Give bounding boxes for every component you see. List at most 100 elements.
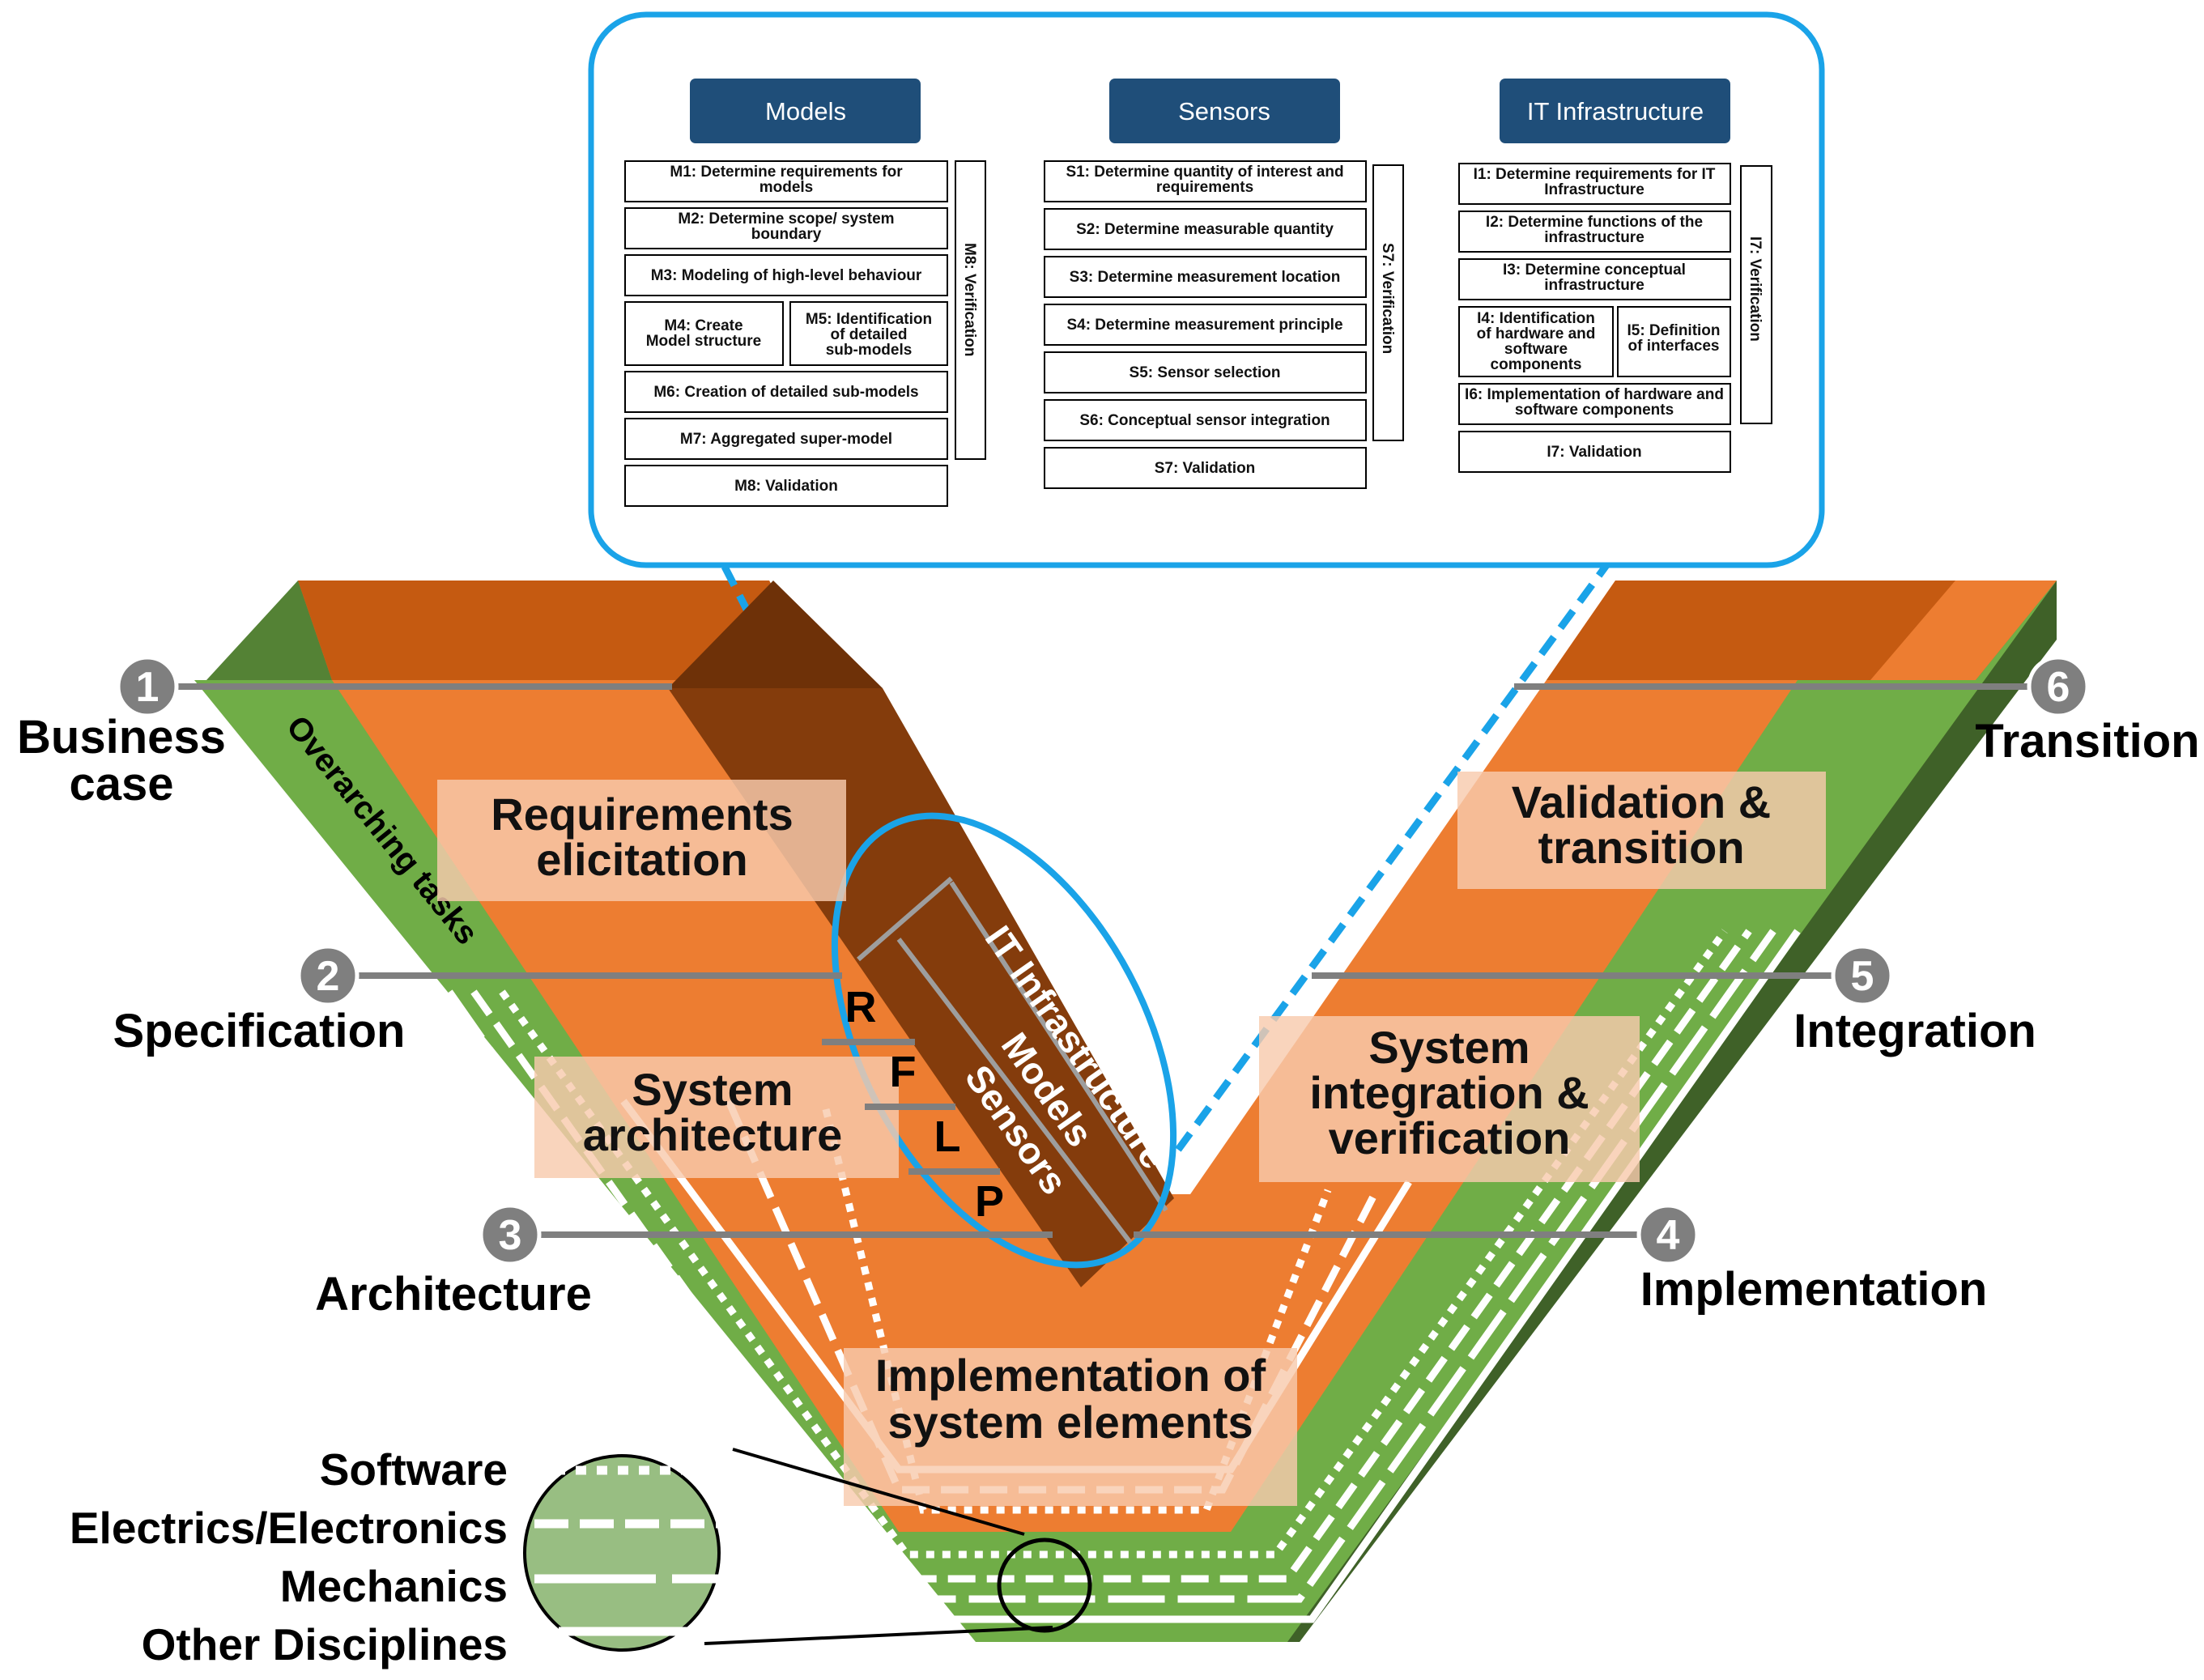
discipline-mechanics: Mechanics xyxy=(280,1561,508,1611)
step-s6-label: S6: Conceptual sensor integration xyxy=(1079,412,1330,429)
discipline-labels: Software Electrics/Electronics Mechanics… xyxy=(70,1444,508,1669)
magnifier-lens xyxy=(523,1454,721,1652)
step-m7-label: M7: Aggregated super-model xyxy=(680,431,892,448)
step-s7-label: S7: Validation xyxy=(1155,460,1256,477)
step-i1 xyxy=(1458,163,1731,205)
orange-top-left xyxy=(298,581,822,680)
pillar-divider-2 xyxy=(896,938,1136,1248)
step-s4 xyxy=(1044,304,1367,346)
rflp-l: L xyxy=(934,1112,961,1161)
rflp-r: R xyxy=(845,983,877,1031)
phase-number-5: 5 xyxy=(1851,953,1874,1000)
stage-box-system-architecture xyxy=(534,1057,899,1178)
discipline-software: Software xyxy=(320,1444,508,1495)
step-i5 xyxy=(1617,306,1731,377)
magnifier-line-top xyxy=(732,1448,1025,1536)
phase-label-3: Architecture xyxy=(315,1268,592,1321)
header-it-label: IT Infrastructure xyxy=(1527,97,1704,125)
header-models-label: Models xyxy=(765,97,846,125)
phase-markers: 1 2 3 4 5 6 xyxy=(116,655,2090,1266)
phase-marker-6 xyxy=(2027,655,2090,718)
verification-sensors xyxy=(1372,164,1404,441)
step-s5-label: S5: Sensor selection xyxy=(1130,364,1281,381)
discipline-other: Other Disciplines xyxy=(142,1619,508,1669)
phase-number-6: 6 xyxy=(2047,664,2070,711)
inner-line-1 xyxy=(822,1108,1332,1514)
step-i7 xyxy=(1458,431,1731,473)
phase-number-1: 1 xyxy=(136,664,160,711)
phase-marker-3 xyxy=(479,1203,542,1266)
step-s2 xyxy=(1044,208,1367,250)
step-s2-label: S2: Determine measurable quantity xyxy=(1076,221,1334,238)
step-s3-label: S3: Determine measurement location xyxy=(1070,269,1341,286)
rflp-p: P xyxy=(975,1177,1004,1226)
phase-number-2: 2 xyxy=(317,953,340,1000)
stage-validation: Validation &transition xyxy=(1512,776,1772,873)
verification-it xyxy=(1740,165,1772,424)
phase-label-2: Specification xyxy=(113,1005,406,1057)
step-m2 xyxy=(624,207,948,249)
step-i4 xyxy=(1458,306,1614,377)
step-s3 xyxy=(1044,256,1367,298)
phase-label-6: Transition xyxy=(1975,715,2199,768)
pillar-divider-3 xyxy=(949,881,1168,1212)
step-i2 xyxy=(1458,211,1731,253)
stage-box-validation xyxy=(1457,772,1826,889)
step-s1 xyxy=(1044,160,1367,202)
verification-models xyxy=(955,160,986,460)
stage-box-implementation xyxy=(844,1348,1297,1506)
step-m6 xyxy=(624,371,948,413)
phase-marker-2 xyxy=(296,944,360,1007)
step-s5 xyxy=(1044,351,1367,393)
discipline-line-other xyxy=(422,929,1801,1623)
discipline-electrics: Electrics/Electronics xyxy=(70,1503,508,1553)
phase-number-3: 3 xyxy=(499,1212,522,1259)
step-m4 xyxy=(624,301,784,366)
step-m1 xyxy=(624,160,948,202)
step-i3 xyxy=(1458,258,1731,300)
verification-models-label: M8: Verification xyxy=(961,243,978,356)
step-m6-label: M6: Creation of detailed sub-models xyxy=(653,384,918,401)
step-m7 xyxy=(624,418,948,460)
phase-marker-4 xyxy=(1636,1203,1700,1266)
discipline-line-software xyxy=(499,929,1728,1559)
phase-label-4: Implementation xyxy=(1640,1263,1988,1316)
stage-box-requirements xyxy=(437,780,846,901)
magnifier-small-circle xyxy=(997,1538,1092,1633)
step-m8-label: M8: Validation xyxy=(734,478,838,495)
header-sensors xyxy=(1109,79,1340,143)
rflp-f: F xyxy=(890,1048,917,1096)
step-m3-label: M3: Modeling of high-level behaviour xyxy=(651,267,922,284)
header-models xyxy=(690,79,921,143)
phase-marker-5 xyxy=(1831,944,1894,1007)
step-s6 xyxy=(1044,399,1367,441)
header-it xyxy=(1500,79,1730,143)
step-m3 xyxy=(624,254,948,296)
verification-sensors-label: S7: Verification xyxy=(1379,243,1396,354)
step-m8 xyxy=(624,465,948,507)
discipline-magnifier xyxy=(523,1448,1092,1652)
connector-right xyxy=(1175,556,1615,1152)
phase-marker-1 xyxy=(116,655,179,718)
magnifier-line-bottom xyxy=(704,1626,1053,1645)
header-sensors-label: Sensors xyxy=(1178,97,1270,125)
rflp-steps: R F L P xyxy=(822,983,1004,1226)
orange-top-right xyxy=(1547,581,1955,680)
